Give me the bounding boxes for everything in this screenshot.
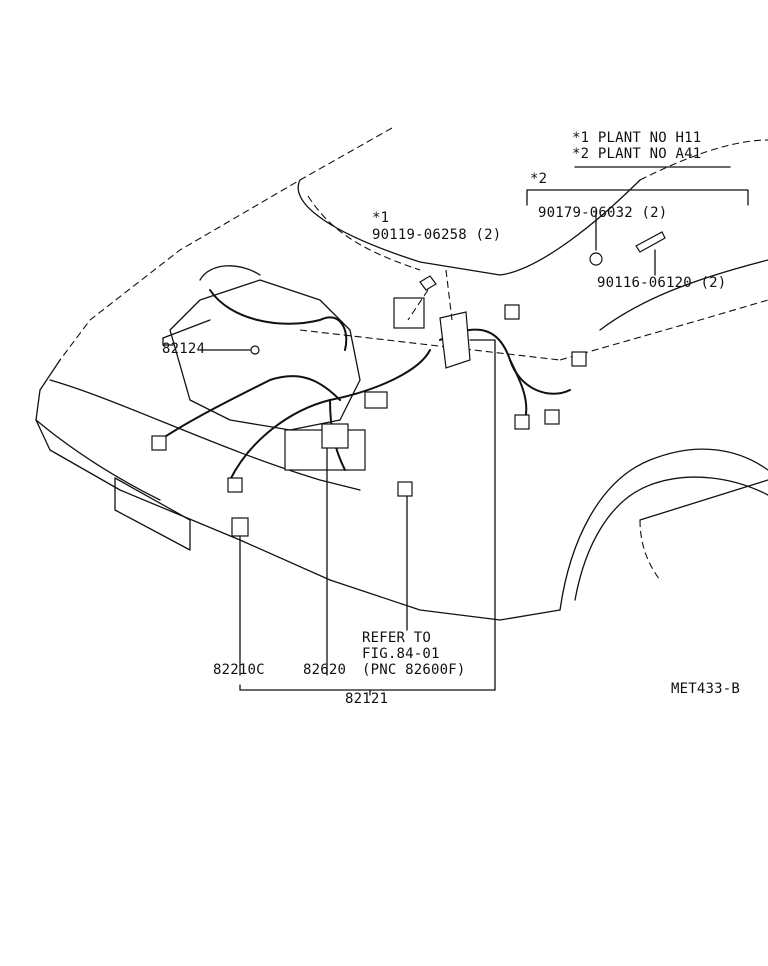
clamp-82124: [250, 345, 260, 355]
bracket-mark2: [526, 189, 749, 206]
wheel-arch-inner: [574, 476, 768, 601]
part-82121-label: 82121: [345, 691, 389, 707]
license-plate-recess: [114, 477, 191, 551]
door-line: [639, 519, 661, 581]
grille-line: [49, 379, 361, 491]
hood-edge-line: [59, 127, 393, 361]
nut-90179-icon: [589, 252, 603, 266]
cowl-line: [599, 259, 768, 331]
refer-line-3: (PNC 82600F): [362, 662, 466, 678]
wheel-arch: [559, 448, 768, 611]
connector-4: [504, 304, 520, 320]
bolt-90116-icon: [635, 231, 666, 253]
part-90116-label: 90116-06120 (2): [597, 275, 727, 291]
part-82210c-label: 82210C: [213, 662, 265, 678]
engine-bay-edge: [299, 329, 561, 361]
mark-2-label: *2: [530, 171, 548, 187]
bracket-plate: [439, 311, 471, 369]
connector-8: [364, 391, 388, 409]
leader-90119-dash: [407, 289, 429, 321]
fender-top-line: [559, 299, 768, 361]
leader-82121-right: [469, 339, 496, 691]
mark-1-label: *1: [372, 210, 390, 226]
bumper-lip: [35, 419, 161, 501]
bracket-82121: [239, 684, 496, 691]
harness-run-a: [209, 289, 348, 351]
connector-7: [571, 351, 587, 367]
part-90119-label: 90119-06258 (2): [372, 227, 502, 243]
part-90179-label: 90179-06032 (2): [538, 205, 668, 221]
connector-82210c: [231, 517, 249, 537]
part-82620-label: 82620: [303, 662, 347, 678]
connector-2: [227, 477, 243, 493]
leader-90119-dash-2: [445, 269, 453, 321]
windshield-line: [639, 139, 768, 181]
refer-line-1: REFER TO: [362, 630, 432, 646]
refer-line-2: FIG.84-01: [362, 646, 440, 662]
harness-run-b: [159, 375, 341, 441]
body-side-line: [639, 479, 768, 521]
leader-82124-up: [162, 319, 211, 339]
connector-5: [514, 414, 530, 430]
connector-3: [397, 481, 413, 497]
relay-82620: [321, 423, 349, 449]
part-82124-label: 82124: [162, 341, 206, 357]
figure-id: MET433-B: [671, 681, 741, 697]
harness-branch-d: [509, 359, 528, 421]
note-plant-a41: *2 PLANT NO A41: [572, 146, 702, 162]
leader-82124-bracket: [162, 337, 174, 346]
engine-block: [169, 279, 361, 431]
bolt-90119-icon: [419, 275, 437, 291]
note-plant-h11: *1 PLANT NO H11: [572, 130, 702, 146]
connector-1: [151, 435, 167, 451]
engine-top-contour: [199, 265, 261, 281]
hood-crease-line: [307, 195, 421, 271]
connector-6: [544, 409, 560, 425]
